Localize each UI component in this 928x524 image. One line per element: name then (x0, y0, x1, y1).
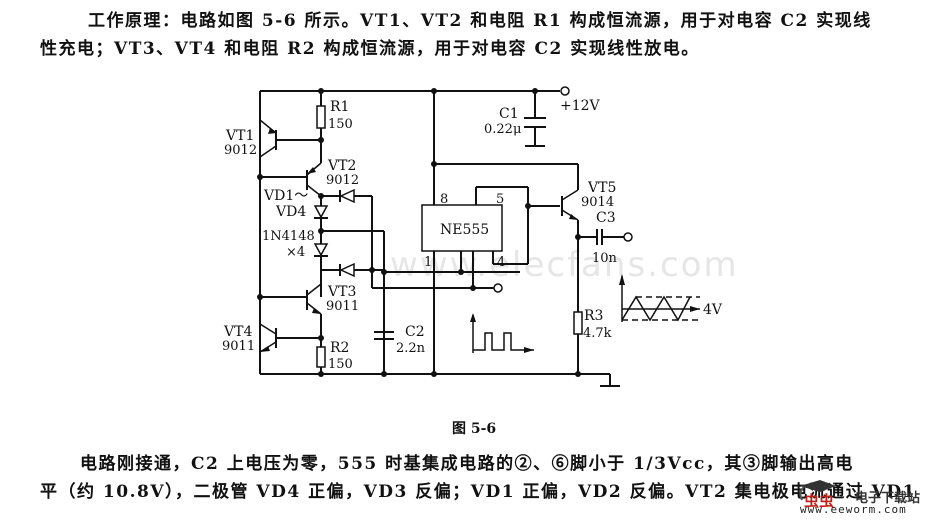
pin4-label: 4 (497, 255, 505, 270)
r1-value: 150 (328, 117, 353, 132)
ne555-label: NE555 (440, 222, 489, 238)
pin1-label: 1 (424, 255, 432, 270)
watermark-logo-icon: 虫虫 (799, 480, 836, 508)
ne555-chip (421, 204, 503, 252)
svg-text:虫虫: 虫虫 (804, 492, 834, 508)
square-wave-icon (470, 313, 534, 353)
resistor-r2 (316, 338, 326, 374)
diode-vd1 (313, 205, 329, 219)
c1-label: C1 (499, 106, 519, 122)
vt3-part: 9011 (326, 299, 359, 314)
supply-terminal (560, 86, 570, 96)
r2-value: 150 (328, 357, 353, 372)
diode-qty-label: ×4 (286, 245, 305, 260)
vt1-part: 9012 (224, 143, 257, 158)
capacitor-c1 (524, 91, 546, 147)
top-rail (260, 86, 570, 96)
c3-label: C3 (596, 210, 616, 226)
r2-label: R2 (330, 340, 349, 356)
diode-range-end-label: VD4 (275, 204, 306, 220)
diode-range-label: VD1～ (263, 188, 308, 204)
transistor-vt1 (259, 119, 324, 158)
triangle-wave-icon (619, 274, 700, 322)
vt2-label: VT2 (327, 158, 356, 174)
transistor-vt5 (561, 164, 581, 374)
paragraph-2-line-1: 电路刚接通，C2 上电压为零，555 时基集成电路的②、⑥脚小于 1/3Vcc，… (80, 454, 854, 474)
paragraph-1-line-2: 性充电；VT3、VT4 和电阻 R2 构成恒流源，用于对电容 C2 实现线性放电… (40, 39, 700, 59)
c2-label: C2 (405, 324, 425, 340)
c1-value: 0.22μ (484, 122, 521, 137)
capacitor-c2 (374, 272, 394, 374)
transistor-vt4 (259, 323, 324, 353)
ne555-block (421, 91, 578, 374)
waveform-amplitude-label: 4V (703, 302, 723, 318)
watermark-site[interactable]: www.eeworm.com (800, 503, 907, 516)
supply-label: +12V (560, 98, 601, 114)
figure-caption: 图 5-6 (452, 421, 497, 437)
vt4-label: VT4 (223, 324, 252, 340)
r1-label: R1 (330, 99, 349, 115)
resistor-r1 (316, 91, 326, 140)
pin5-label: 5 (496, 192, 504, 207)
vt5-part: 9014 (581, 195, 614, 210)
c2-value: 2.2n (396, 341, 426, 356)
vt5-label: VT5 (587, 180, 616, 196)
vt4-part: 9011 (222, 339, 255, 354)
watermark-cn-text: 电子下载站 (855, 491, 921, 506)
r3-value: 4.7k (583, 326, 612, 341)
vt1-label: VT1 (225, 128, 254, 144)
diode-vd3 (339, 262, 355, 278)
vt3-label: VT3 (327, 284, 356, 300)
ground-rail (260, 371, 620, 387)
diode-vd2 (339, 188, 355, 204)
resistor-r3 (573, 311, 583, 335)
r3-label: R3 (584, 308, 603, 324)
diode-part-label: 1N4148 (262, 229, 315, 244)
pin8-label: 8 (440, 192, 448, 207)
vt2-part: 9012 (326, 173, 359, 188)
c3-value: 10n (592, 251, 618, 266)
paragraph-2-line-2: 平（约 10.8V），二极管 VD4 正偏，VD3 反偏；VD1 正偏，VD2 … (40, 482, 916, 502)
transistor-vt3 (257, 283, 322, 338)
output-terminal-triangle (623, 232, 633, 242)
diode-vd4 (313, 243, 329, 257)
capacitor-c3 (578, 229, 633, 245)
output-terminal-square (493, 283, 503, 293)
paragraph-1-line-1: 工作原理：电路如图 5-6 所示。VT1、VT2 和电阻 R1 构成恒流源，用于… (88, 11, 872, 31)
transistor-vt2 (257, 140, 322, 197)
